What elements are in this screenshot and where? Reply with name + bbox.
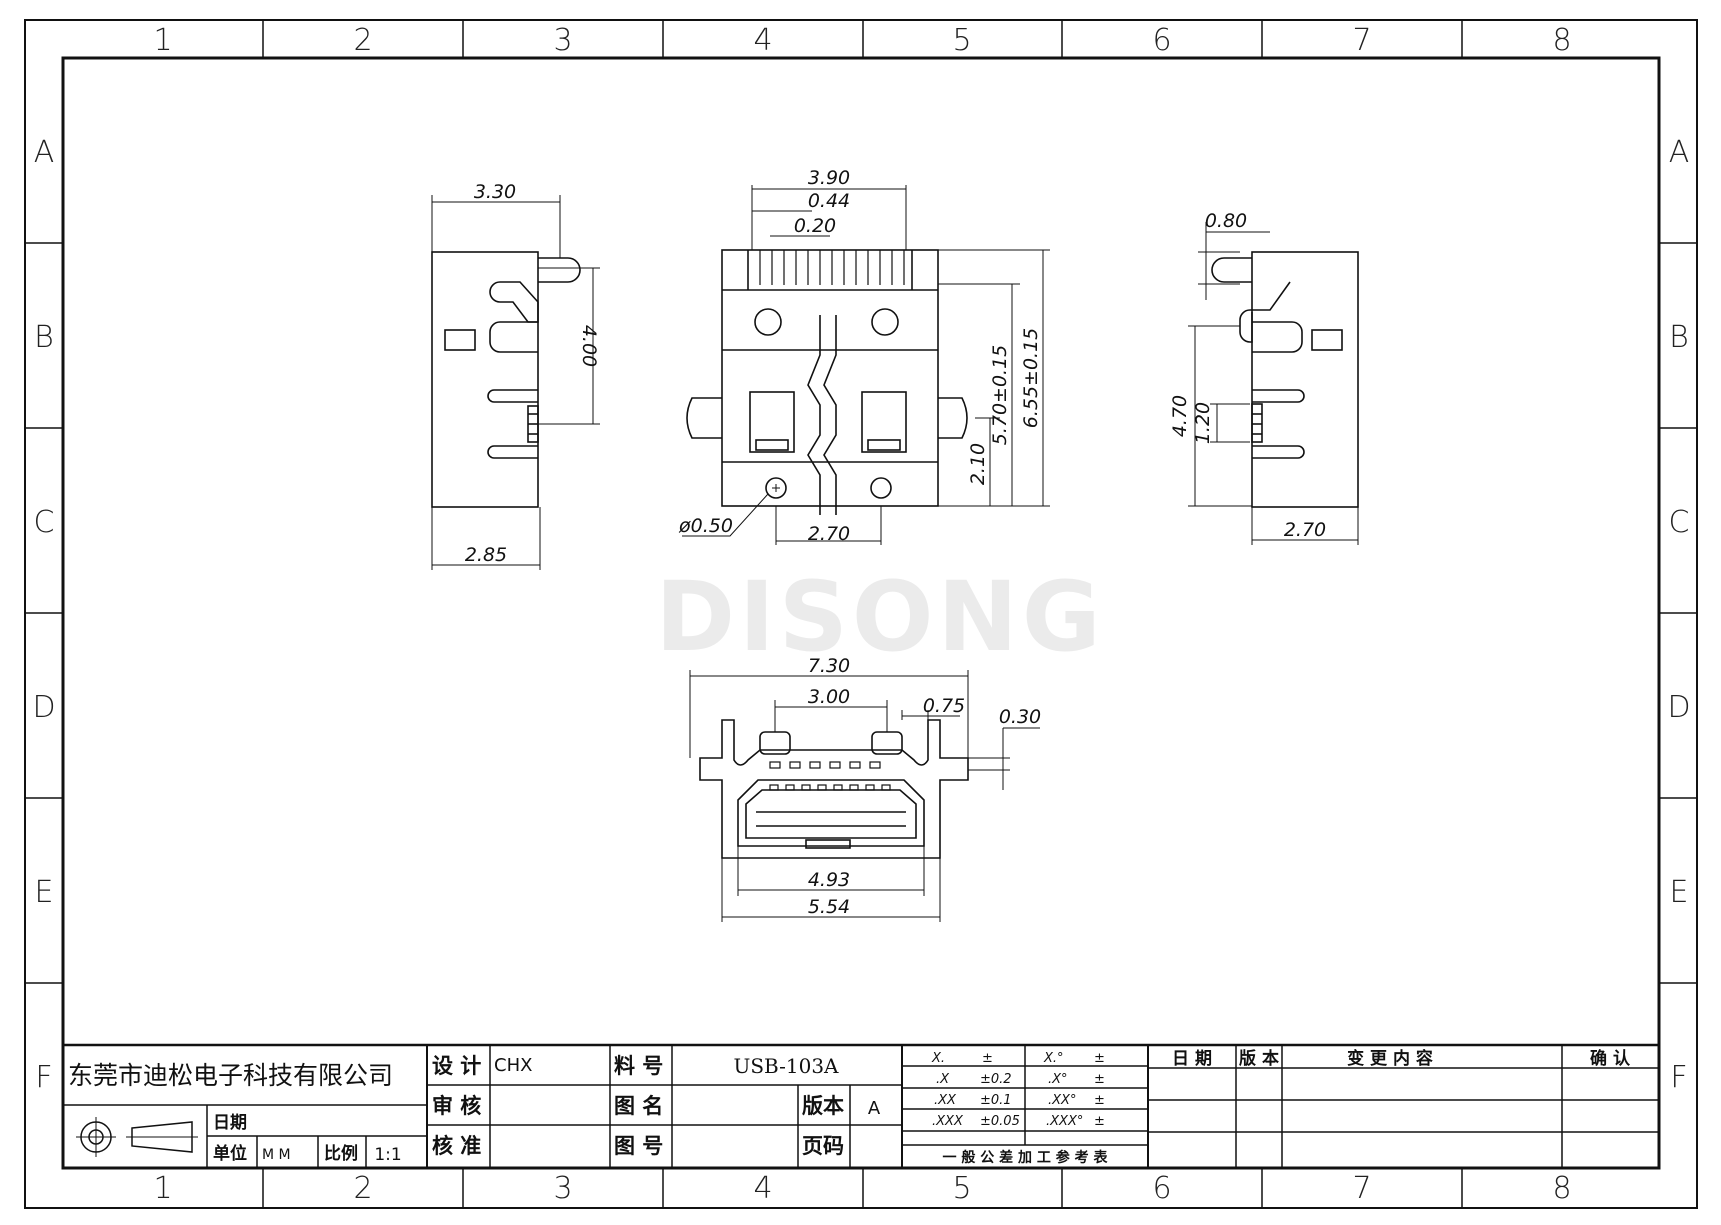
dim-top-pin: 0.20 bbox=[794, 215, 836, 237]
tol-r2-c1: .X bbox=[936, 1072, 950, 1087]
unit-value: M M bbox=[262, 1147, 291, 1163]
part-value: USB-103A bbox=[734, 1054, 840, 1078]
tol-r3-c2: ±0.1 bbox=[980, 1093, 1012, 1108]
right-side-view bbox=[1188, 222, 1359, 545]
tol-r2-c4: ± bbox=[1094, 1072, 1105, 1087]
version-label: 版本 bbox=[802, 1094, 844, 1118]
tol-r4-c4: ± bbox=[1094, 1114, 1105, 1129]
tolerance-caption: 一 般 公 差 加 工 参 考 表 bbox=[943, 1149, 1109, 1166]
tol-r4-c1: .XXX bbox=[932, 1114, 964, 1129]
dim-top-hole-dia: ø0.50 bbox=[678, 515, 733, 537]
grid-row-right-d: D bbox=[1667, 690, 1690, 725]
tol-r1-c4: ± bbox=[1094, 1051, 1105, 1066]
dim-left-height: 4.00 bbox=[578, 325, 600, 367]
grid-row-left-a: A bbox=[34, 135, 55, 170]
page-label: 页码 bbox=[802, 1134, 844, 1158]
dim-top-h3: 2.10 bbox=[967, 443, 989, 485]
tol-r1-c3: X.° bbox=[1043, 1051, 1064, 1066]
grid-col-bottom-3: 3 bbox=[553, 1171, 572, 1206]
grid-col-top-6: 6 bbox=[1152, 23, 1171, 58]
dim-right-tab: 0.80 bbox=[1205, 210, 1247, 232]
dim-front-inner: 3.00 bbox=[808, 686, 850, 708]
grid-dividers bbox=[25, 20, 1697, 1208]
design-value: CHX bbox=[494, 1055, 532, 1076]
grid-col-top-1: 1 bbox=[153, 23, 172, 58]
rev-header-date: 日 期 bbox=[1172, 1049, 1212, 1069]
dim-front-tab: 0.75 bbox=[923, 695, 965, 717]
dim-right-small: 1.20 bbox=[1192, 402, 1214, 444]
dim-left-width: 3.30 bbox=[474, 181, 516, 203]
grid-col-top-4: 4 bbox=[753, 23, 772, 58]
grid-col-bottom-1: 1 bbox=[153, 1171, 172, 1206]
dim-front-body: 5.54 bbox=[808, 896, 850, 918]
scale-label: 比例 bbox=[324, 1143, 358, 1164]
tol-r4-c3: .XXX° bbox=[1046, 1114, 1083, 1129]
dim-top-hole-spacing: 2.70 bbox=[808, 523, 850, 545]
drawing-no-label: 图 号 bbox=[614, 1134, 663, 1158]
company-name: 东莞市迪松电子科技有限公司 bbox=[68, 1061, 393, 1090]
grid-row-left-c: C bbox=[34, 505, 55, 540]
tol-r1-c1: X. bbox=[931, 1051, 945, 1066]
dim-top-h1: 5.70±0.15 bbox=[989, 345, 1011, 446]
grid-row-right-b: B bbox=[1669, 320, 1689, 355]
watermark: DISONG bbox=[655, 561, 1104, 673]
tol-r2-c2: ±0.2 bbox=[980, 1072, 1012, 1087]
dim-left-base: 2.85 bbox=[465, 544, 507, 566]
dim-right-base: 2.70 bbox=[1284, 519, 1326, 541]
grid-col-top-5: 5 bbox=[952, 23, 971, 58]
grid-col-bottom-8: 8 bbox=[1552, 1171, 1571, 1206]
review-label: 审 核 bbox=[432, 1094, 481, 1118]
grid-col-bottom-4: 4 bbox=[753, 1171, 772, 1206]
dim-front-thick: 0.30 bbox=[999, 706, 1041, 728]
tol-r3-c1: .XX bbox=[934, 1093, 957, 1108]
dim-top-h2: 6.55±0.15 bbox=[1020, 328, 1042, 429]
grid-row-left-f: F bbox=[35, 1060, 52, 1095]
scale-value: 1:1 bbox=[374, 1145, 401, 1165]
dim-right-height: 4.70 bbox=[1169, 395, 1191, 437]
rev-header-confirm: 确 认 bbox=[1590, 1048, 1631, 1069]
tol-r4-c2: ±0.05 bbox=[980, 1114, 1020, 1129]
grid-col-bottom-5: 5 bbox=[952, 1171, 971, 1206]
grid-col-top-3: 3 bbox=[553, 23, 572, 58]
grid-row-left-b: B bbox=[34, 320, 54, 355]
tol-r2-c3: .X° bbox=[1048, 1072, 1068, 1087]
dim-front-total: 7.30 bbox=[808, 655, 850, 677]
grid-row-right-c: C bbox=[1669, 505, 1690, 540]
drawing-name-label: 图 名 bbox=[614, 1094, 663, 1118]
version-value: A bbox=[868, 1098, 881, 1119]
grid-col-top-8: 8 bbox=[1552, 23, 1571, 58]
grid-col-bottom-2: 2 bbox=[353, 1171, 372, 1206]
rev-header-version: 版 本 bbox=[1239, 1048, 1279, 1069]
tol-r3-c3: .XX° bbox=[1048, 1093, 1076, 1108]
rev-header-change: 变 更 内 容 bbox=[1347, 1048, 1433, 1069]
dim-top-total: 3.90 bbox=[808, 167, 850, 189]
approve-label: 核 准 bbox=[432, 1134, 481, 1158]
title-block bbox=[61, 1043, 1661, 1170]
grid-row-left-d: D bbox=[32, 690, 55, 725]
tol-r3-c4: ± bbox=[1094, 1093, 1105, 1108]
tol-r1-c2: ± bbox=[982, 1051, 993, 1066]
grid-row-right-a: A bbox=[1669, 135, 1690, 170]
dim-front-opening: 4.93 bbox=[808, 869, 850, 891]
grid-col-top-7: 7 bbox=[1352, 23, 1371, 58]
design-label: 设 计 bbox=[432, 1054, 481, 1078]
grid-col-bottom-7: 7 bbox=[1352, 1171, 1371, 1206]
date-label: 日期 bbox=[213, 1113, 247, 1133]
unit-label: 单位 bbox=[213, 1143, 247, 1164]
part-label: 料 号 bbox=[614, 1054, 663, 1078]
grid-row-right-e: E bbox=[1670, 875, 1689, 910]
front-view bbox=[689, 670, 1040, 922]
grid-col-top-2: 2 bbox=[353, 23, 372, 58]
top-view bbox=[682, 185, 1050, 545]
grid-row-left-e: E bbox=[35, 875, 54, 910]
outer-frame bbox=[24, 19, 1698, 1209]
dim-top-pitch: 0.44 bbox=[808, 190, 850, 212]
grid-col-bottom-6: 6 bbox=[1152, 1171, 1171, 1206]
grid-row-right-f: F bbox=[1670, 1060, 1687, 1095]
left-side-view bbox=[431, 195, 600, 570]
